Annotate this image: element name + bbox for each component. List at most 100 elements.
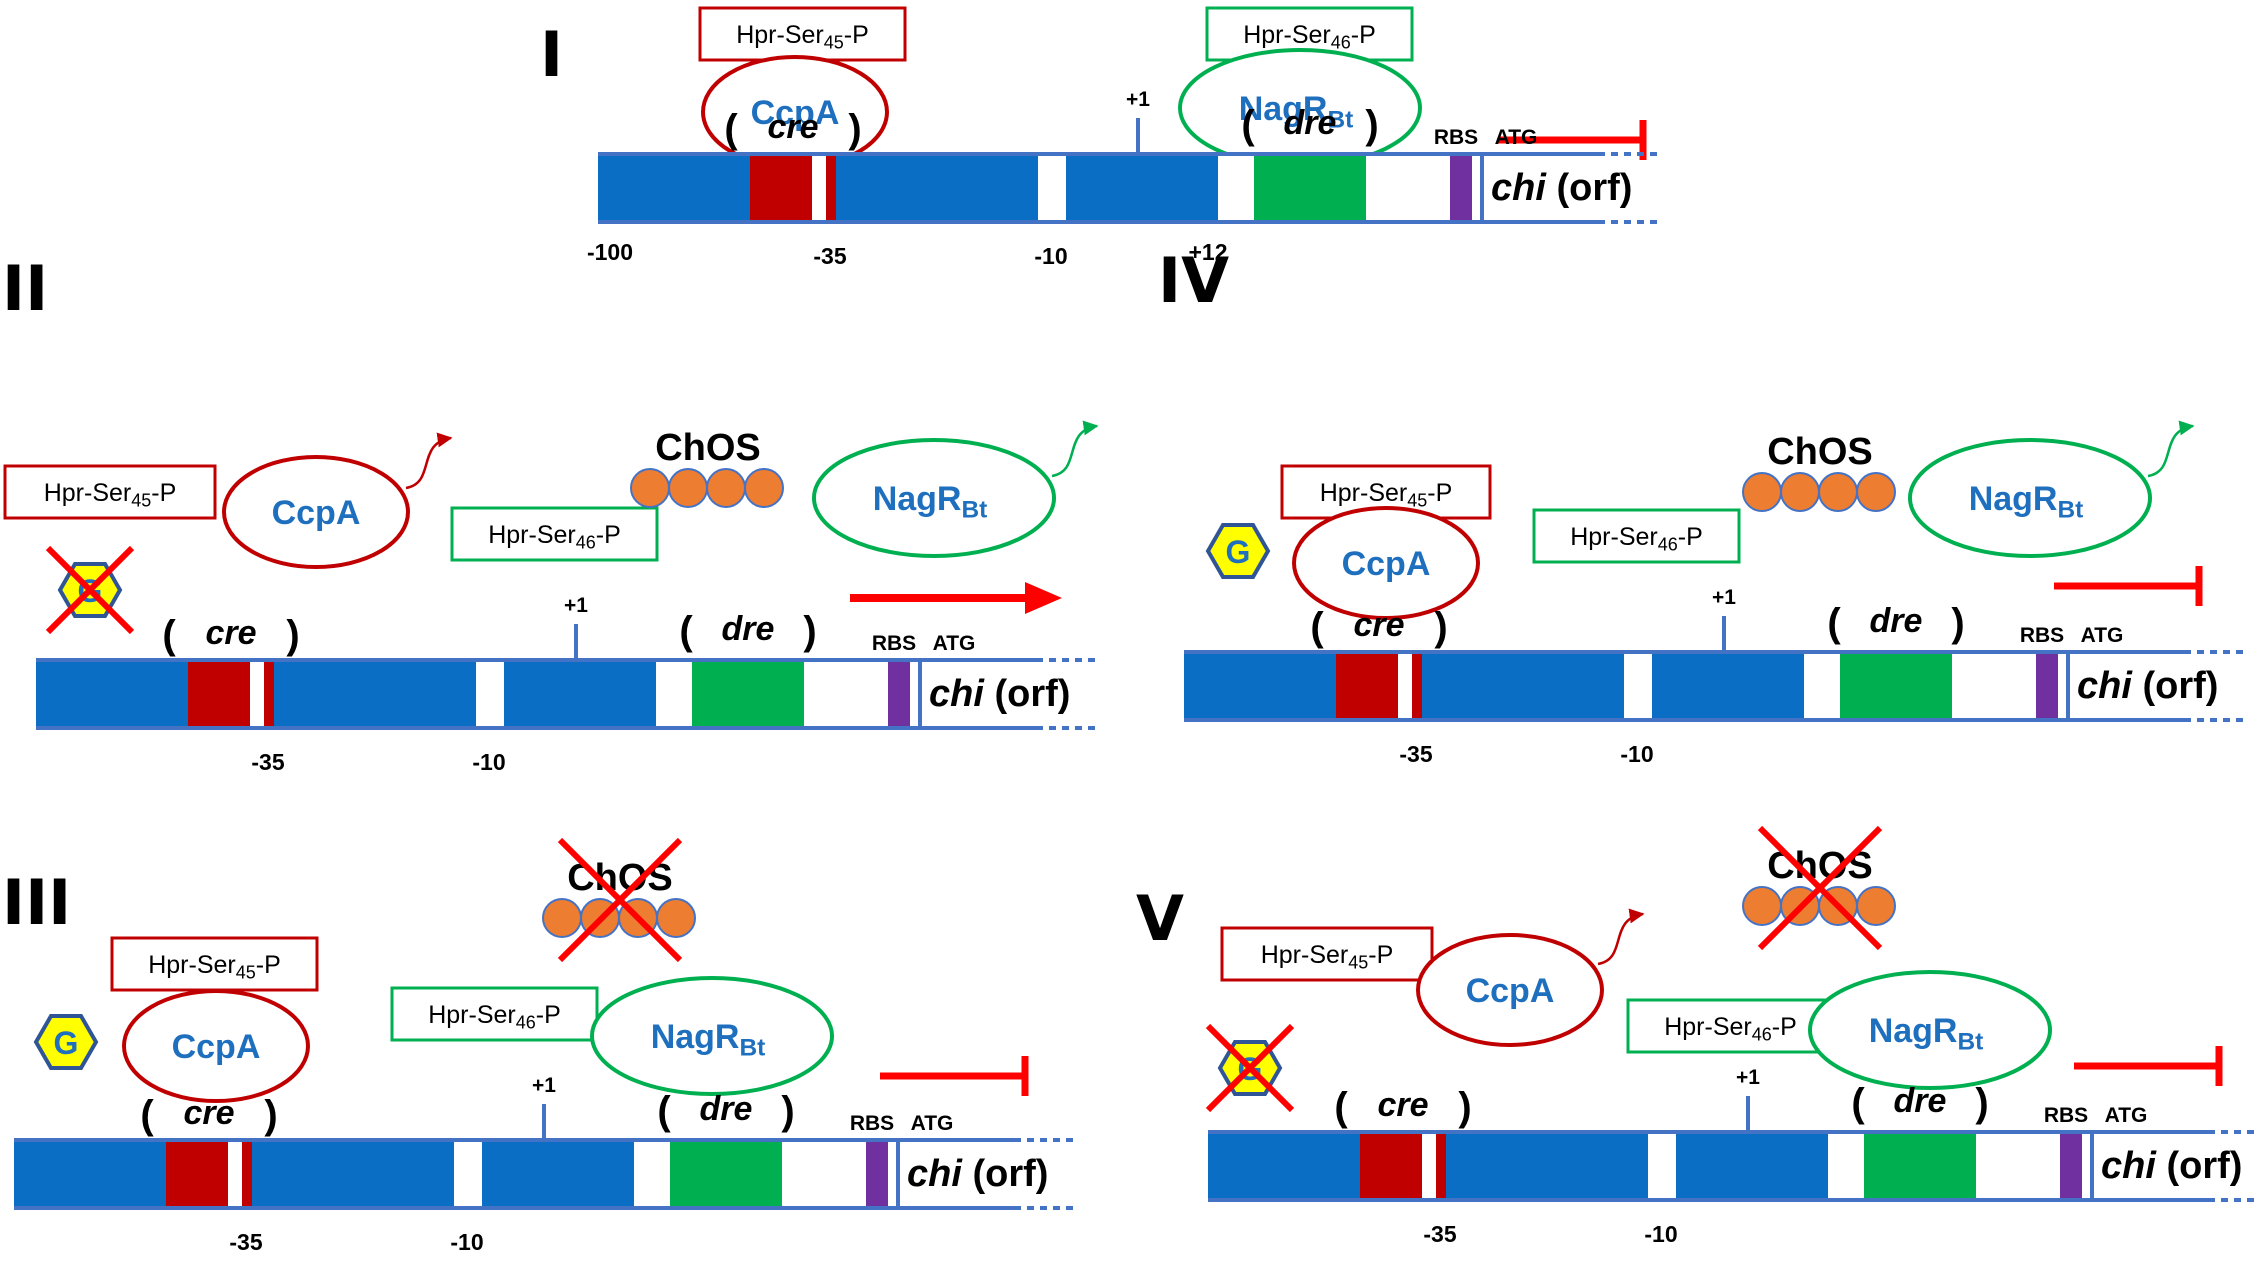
dre-site-label: dre [1284,104,1337,142]
hpr45-box: Hpr-Ser45-P [698,6,907,62]
cre-box-right [1412,654,1422,718]
ccpa-label: CcpA [172,1028,261,1066]
cre-box-right [264,662,274,726]
hpr-label: Hpr-Ser45-P [148,951,281,983]
dre-site: (dre) [657,1089,794,1133]
hpr-box [698,6,907,62]
hpr-label: Hpr-Ser46-P [1243,21,1376,53]
pos-minus10: -10 [1034,243,1067,269]
dre-box [670,1142,782,1206]
utr-region [1952,654,2036,718]
cre-box [166,1142,228,1206]
minus10-gap [476,662,504,726]
close-bracket: ) [1458,1085,1471,1129]
pos-minus10: -10 [472,749,505,775]
cre-box [1360,1134,1422,1198]
hpr-label: Hpr-Ser45-P [1261,941,1394,973]
ccpa-ellipse [1292,506,1480,620]
chi-orf-label: chi (orf) [2077,665,2218,707]
cre-site-label: cre [205,614,256,652]
hpr-label: Hpr-Ser45-P [44,479,177,511]
rbs-label: RBS [2044,1104,2088,1127]
chos-bead [630,468,670,508]
hpr46-box: Hpr-Ser46-P [450,506,659,562]
ccpa-label: CcpA [1466,972,1555,1010]
chos-bead [542,898,582,938]
chos-bead [1818,472,1858,512]
glucose-label: G [1226,534,1251,570]
utr-region [1976,1134,2060,1198]
dre-gap [634,1142,670,1206]
hpr-label: Hpr-Ser46-P [428,1001,561,1033]
chos-group: ChOS [630,427,784,508]
cre-gap [228,1142,242,1206]
cross-line [557,837,683,963]
nagr-label: NagRBt [873,480,988,523]
ccpa-protein: CcpA [1292,506,1480,620]
pos-minus100: -100 [587,239,633,265]
open-bracket: ( [724,107,738,151]
panel-II: IIHpr-Ser45-PGCcpAHpr-Ser46-PChOSNagRBt+… [2,252,1099,775]
chos-bead [1856,886,1896,926]
hpr-box [1626,998,1835,1054]
rbs-box [1450,156,1472,220]
pos-minus35: -35 [251,749,284,775]
tss-label: +1 [1736,1066,1760,1089]
open-bracket: ( [162,613,176,657]
hpr-box [1532,508,1741,564]
glucose-hexagon: G [33,1014,99,1070]
dre-gap [656,662,692,726]
ccpa-protein: CcpA [222,455,410,569]
chos-bead [1780,472,1820,512]
hpr45-box: Hpr-Ser45-P [1220,926,1434,982]
close-bracket: ) [1434,605,1447,649]
nagr-protein: NagRBt [1908,438,2152,558]
nagr-protein: NagRBt [812,438,1056,558]
dre-box [1840,654,1952,718]
nagr-label: NagRBt [1969,480,2084,523]
glucose-shape [1205,523,1271,579]
nagr-ellipse [590,976,834,1096]
ccpa-protein: CcpA [701,55,889,169]
dre-box [1254,156,1366,220]
panel-label: I [540,18,563,91]
cre-site-label: cre [183,1094,234,1132]
cre-gap [1422,1134,1436,1198]
hpr-label: Hpr-Ser45-P [736,21,869,53]
hpr-box [390,986,599,1042]
nagr-protein: NagRBt [1178,48,1422,168]
close-bracket: ) [286,613,299,657]
hpr-box [450,506,659,562]
rbs-label: RBS [850,1112,894,1135]
cre-box-right [242,1142,252,1206]
ccpa-protein: CcpA [122,989,310,1103]
dre-gap [1828,1134,1864,1198]
ccpa-label: CcpA [272,494,361,532]
atg-label: ATG [933,632,976,655]
minus10-gap [454,1142,482,1206]
close-bracket: ) [264,1093,277,1137]
ccpa-protein: CcpA [1416,933,1604,1047]
cre-site-label: cre [767,108,818,146]
cre-site: (cre) [140,1093,277,1137]
rbs-box [2036,654,2058,718]
chos-bead [668,468,708,508]
glucose-label: G [54,1025,79,1061]
repression-symbol [2054,566,2203,606]
close-bracket: ) [1951,601,1964,645]
dre-site: (dre) [1827,601,1964,645]
pos-minus35: -35 [1399,741,1432,767]
atg-label: ATG [2081,624,2124,647]
open-bracket: ( [1851,1081,1865,1125]
ccpa-label: CcpA [1342,545,1431,583]
utr-region [782,1142,866,1206]
close-bracket: ) [781,1089,794,1133]
open-bracket: ( [1310,605,1324,649]
pos-plus12: +12 [1188,239,1227,265]
